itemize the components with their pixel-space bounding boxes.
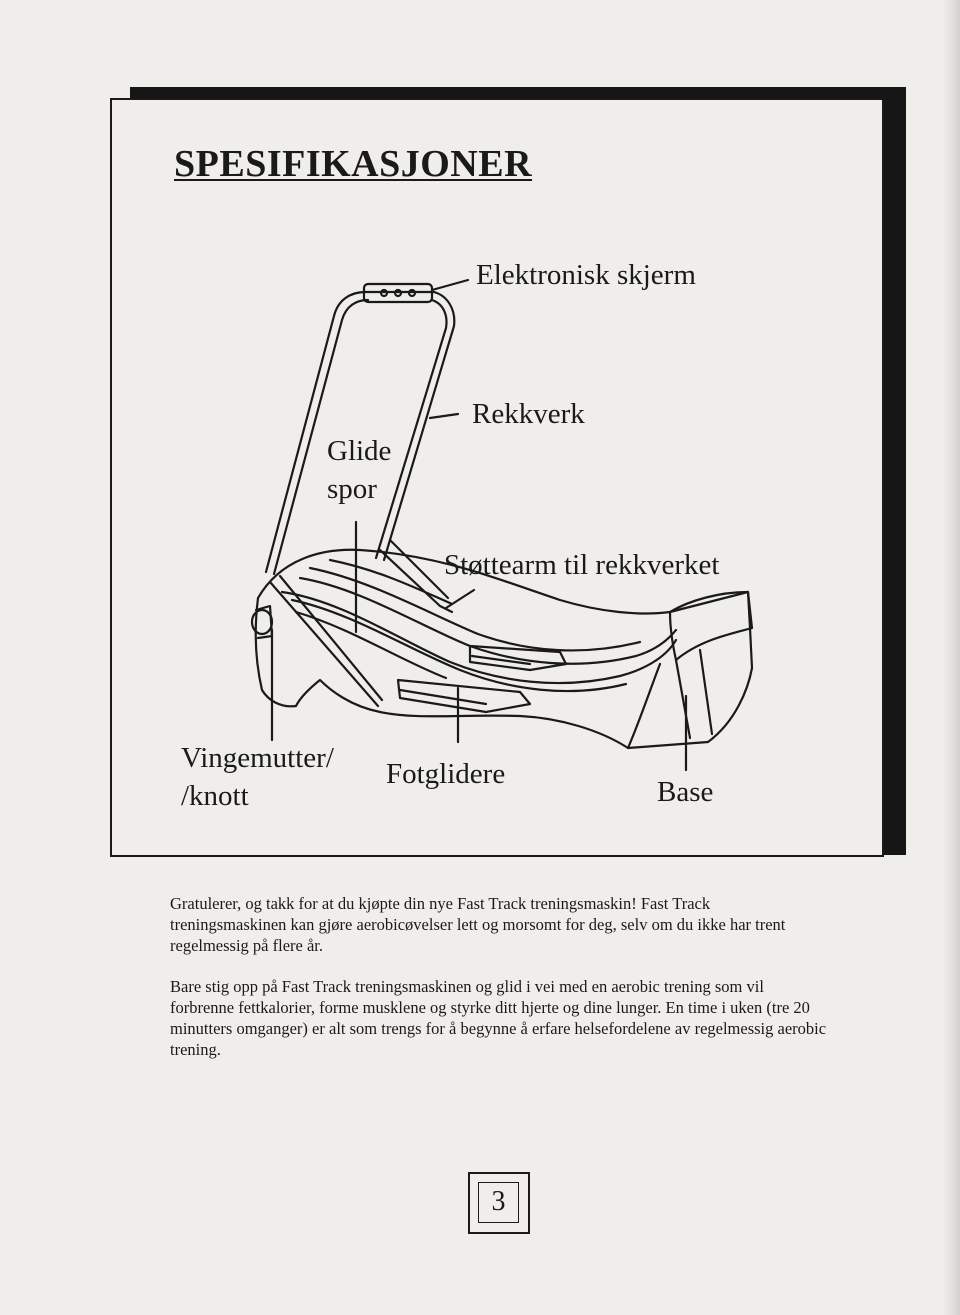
railing-right-upright-inner (374, 298, 448, 560)
page-edge-shadow (942, 0, 960, 1315)
display-button-3 (407, 288, 417, 298)
base-outline (254, 548, 754, 750)
base-rear-leg (626, 662, 662, 750)
glide-track-rail-2 (290, 598, 628, 693)
leader-support-arm (444, 588, 476, 610)
label-wing-nut-line-2: /knott (181, 780, 249, 812)
foot-glider-right (468, 644, 568, 672)
foot-glider-right-edge (470, 654, 532, 666)
page-title: SPESIFIKASJONER (174, 143, 533, 185)
base-rear-face-2 (698, 648, 714, 736)
label-support-arm: Støttearm til rekkverket (444, 549, 720, 581)
leader-display (430, 278, 470, 292)
electronic-display (362, 282, 434, 304)
label-electronic-display: Elektronisk skjerm (476, 259, 696, 291)
leader-railing (428, 412, 460, 420)
rear-rod-1 (268, 580, 380, 708)
glide-track-rail-4 (308, 566, 642, 652)
railing-right-upright (382, 290, 456, 562)
page-number: 3 (478, 1182, 519, 1223)
label-glide-track-line-2: spor (327, 473, 377, 505)
glide-track-rail-1 (280, 590, 678, 685)
label-railing: Rekkverk (472, 398, 585, 430)
label-wing-nut: Vingemutter/ /knott (181, 739, 334, 815)
label-base: Base (657, 776, 714, 808)
support-arm (378, 548, 454, 614)
support-arm-inner (388, 538, 450, 600)
label-glide-track: Glide spor (327, 432, 391, 508)
label-foot-gliders: Fotglidere (386, 758, 506, 790)
glide-track-rail-6 (328, 558, 454, 606)
page-number-box: 3 (468, 1172, 530, 1234)
label-glide-track-line-1: Glide (327, 435, 392, 467)
glide-track-rail-3 (298, 576, 678, 665)
base-rear-block (668, 590, 754, 662)
label-wing-nut-line-1: Vingemutter/ (181, 742, 334, 774)
wing-nut-knob-detail (254, 604, 274, 640)
foot-glider-left (396, 678, 532, 714)
training-paragraph: Bare stig opp på Fast Track treningsmask… (170, 977, 827, 1059)
intro-paragraph: Gratulerer, og takk for at du kjøpte din… (170, 894, 786, 955)
display-button-2 (393, 288, 403, 298)
spec-frame (110, 98, 884, 857)
foot-glider-left-edge (398, 688, 488, 706)
display-button-1 (379, 288, 389, 298)
rear-rod-2 (278, 574, 384, 702)
railing-left-upright (264, 290, 368, 574)
base-rear-face (674, 658, 692, 740)
